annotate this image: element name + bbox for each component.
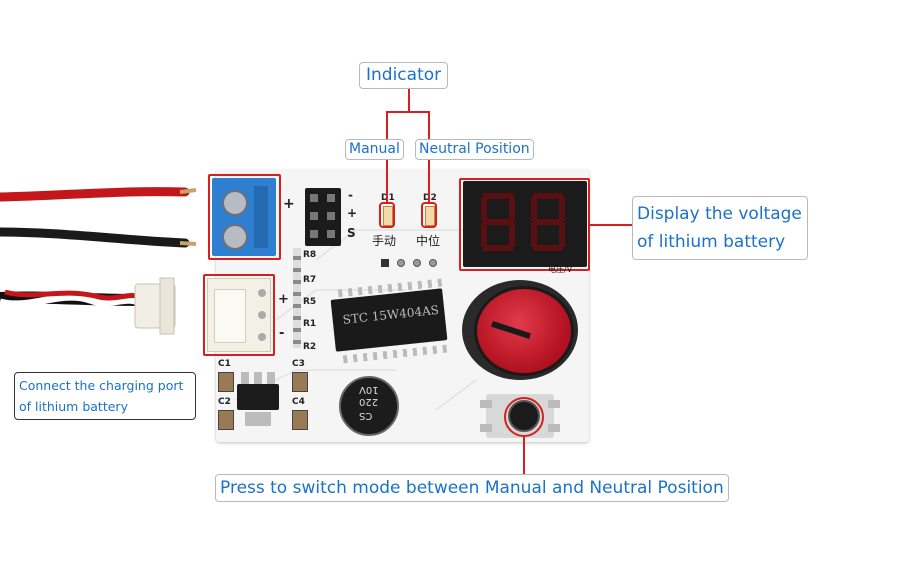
- regulator-pins: [241, 372, 275, 384]
- header-minus-label: -: [348, 188, 353, 202]
- neutral-position-label: Neutral Position: [415, 139, 534, 160]
- display-digits: [481, 193, 565, 251]
- indicator-label: Indicator: [359, 62, 449, 89]
- seven-segment-display: [463, 181, 587, 267]
- led-neutral-cn: 中位: [416, 234, 441, 248]
- indicator-left-drop: [386, 111, 388, 139]
- r2-label: R2: [303, 342, 317, 352]
- pin-header: [305, 188, 341, 246]
- manual-drop: [386, 159, 388, 202]
- cap-c2: [218, 410, 234, 430]
- screw-terminal: [212, 178, 276, 256]
- button-connector: [523, 437, 525, 475]
- voltage-regulator: [237, 384, 279, 410]
- led-manual-cn: 手动: [372, 234, 397, 248]
- regulator-tab: [245, 412, 271, 426]
- cap-text-220: 220: [359, 396, 379, 407]
- r5-label: R5: [303, 297, 317, 307]
- display-voltage-label: Display the voltage of lithium battery: [632, 196, 808, 260]
- display-unit-label: 电压/V: [548, 265, 573, 274]
- r7-label: R7: [303, 275, 317, 285]
- resistor-column: [293, 248, 301, 348]
- electrolytic-capacitor: CS 220 10V: [339, 376, 399, 436]
- display-voltage-line2: of lithium battery: [637, 232, 786, 252]
- jst-plus-label: +: [278, 292, 289, 307]
- c2-label: C2: [218, 397, 231, 407]
- manual-label: Manual: [345, 139, 404, 160]
- led-d1: [383, 206, 393, 226]
- c3-label: C3: [292, 359, 305, 369]
- indicator-branch: [386, 111, 430, 113]
- potentiometer-knob[interactable]: [474, 286, 574, 376]
- jst-frame: [203, 274, 275, 356]
- charging-port-label: Connect the charging port of lithium bat…: [14, 372, 196, 420]
- switch-mode-label: Press to switch mode between Manual and …: [215, 474, 729, 502]
- jst-socket: [207, 278, 271, 352]
- display-connector: [590, 224, 632, 226]
- header-plus-label: +: [347, 206, 358, 220]
- chip-marking: STC 15W404AS: [341, 302, 440, 327]
- push-button-frame: [504, 397, 544, 437]
- led-d1-frame: [379, 202, 395, 228]
- indicator-right-drop: [428, 111, 430, 139]
- terminal-frame: [208, 174, 281, 260]
- neutral-drop: [428, 159, 430, 202]
- cap-c1: [218, 372, 234, 392]
- c1-label: C1: [218, 359, 231, 369]
- cap-c3: [292, 372, 308, 392]
- knob-indicator: [491, 320, 531, 340]
- led-d2-frame: [421, 202, 437, 228]
- display-frame: [459, 178, 590, 271]
- charging-port-line2: of lithium battery: [19, 399, 128, 414]
- terminal-plus-label: +: [283, 196, 295, 212]
- test-pads: [381, 259, 441, 269]
- c4-label: C4: [292, 397, 305, 407]
- r1-label: R1: [303, 319, 317, 329]
- jst-minus-label: -: [279, 326, 285, 341]
- led-d2: [425, 206, 435, 226]
- display-voltage-line1: Display the voltage: [637, 204, 802, 224]
- indicator-stem: [408, 88, 410, 112]
- cap-text-10v: 10V: [359, 384, 379, 395]
- charging-port-line1: Connect the charging port: [19, 378, 184, 393]
- cap-text-cs: CS: [359, 410, 373, 421]
- r8-label: R8: [303, 250, 317, 260]
- cap-c4: [292, 410, 308, 430]
- header-s-label: S: [347, 226, 356, 240]
